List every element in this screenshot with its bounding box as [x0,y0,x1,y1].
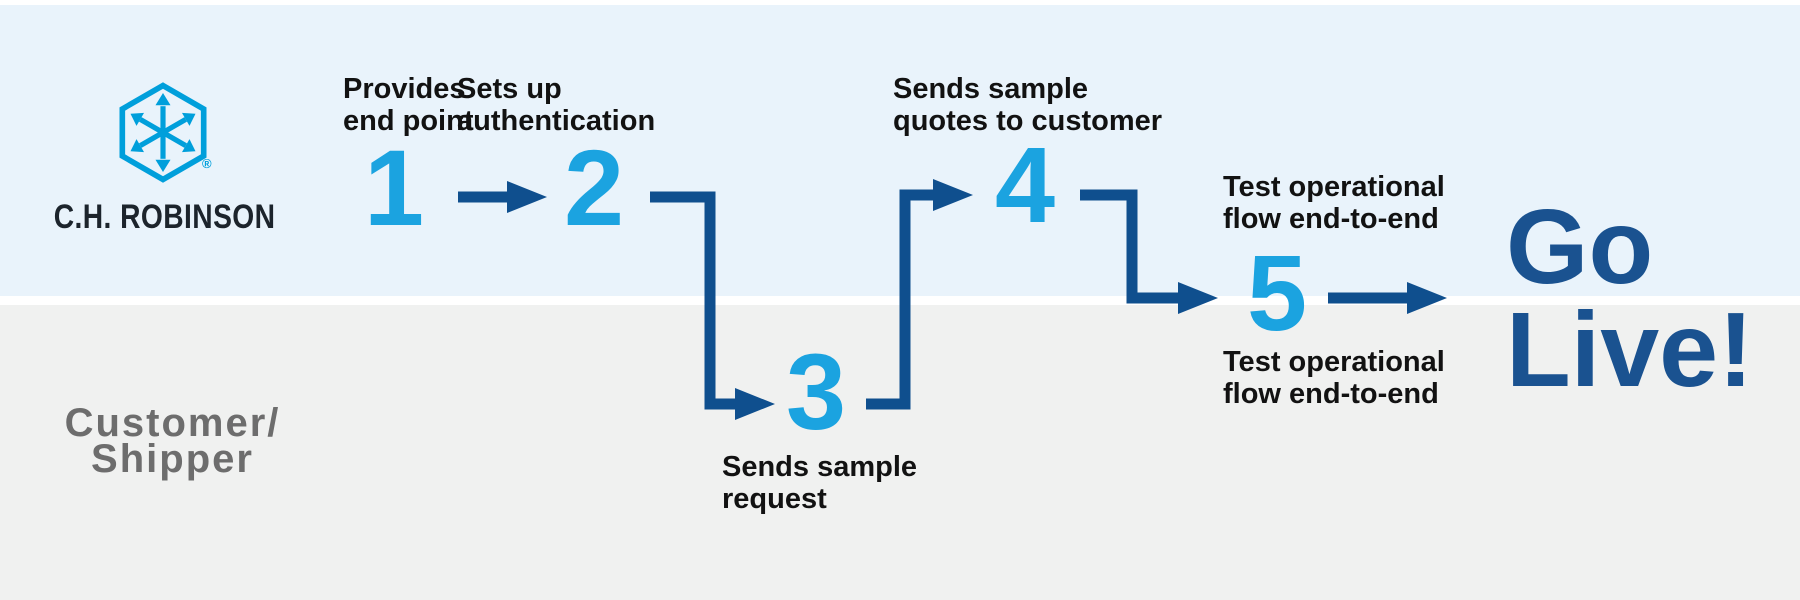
go-live-text: Go Live! [1506,188,1754,409]
registered-trademark-symbol: ® [202,156,212,171]
step-5-number: 5 [1246,232,1308,353]
step-2-label: Sets up authentication [457,73,656,137]
logo-wordmark: C.H. ROBINSON [54,198,276,236]
step-1-label: Provides end point [343,73,474,137]
step-4-label: Sends sample quotes to customer [893,73,1163,137]
ch-robinson-hexagon-arrows-icon [119,82,207,183]
step-2-number: 2 [563,127,625,248]
logo-wordmark-wrap: C.H. ROBINSON [20,198,310,237]
step-5-label-below: Test operational flow end-to-end [1223,346,1445,410]
step-1-number: 1 [363,127,425,248]
step-3-number: 3 [785,331,847,452]
step-3-label: Sends sample request [722,451,918,515]
step-4-number: 4 [994,124,1056,245]
step-5-label-above: Test operational flow end-to-end [1223,171,1445,235]
customer-shipper-label: Customer/ Shipper [64,401,281,481]
